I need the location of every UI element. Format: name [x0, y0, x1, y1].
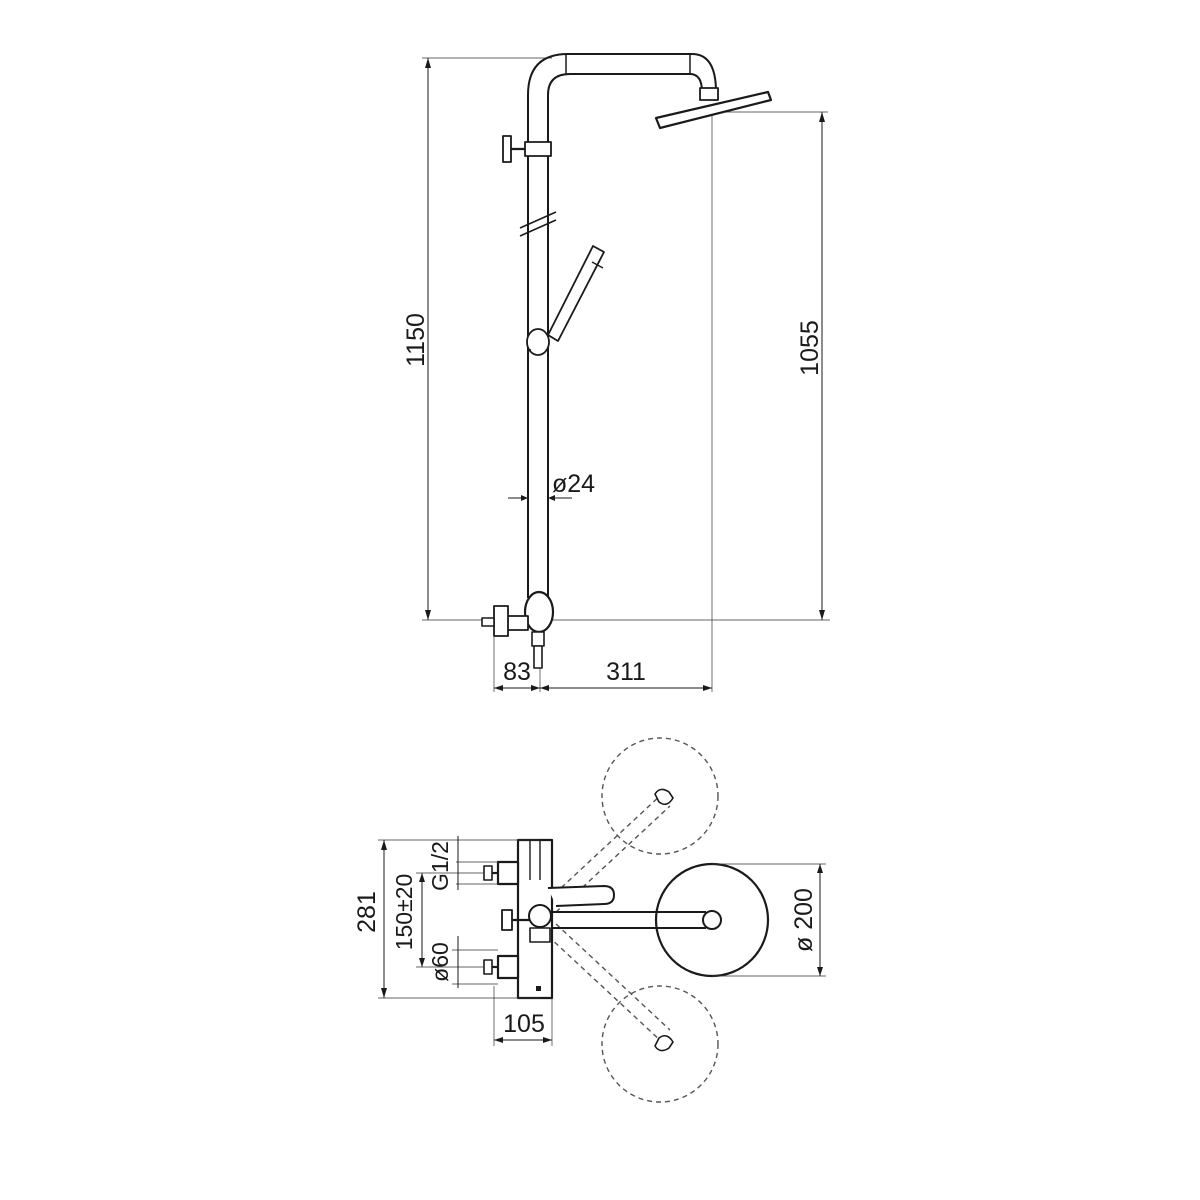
head-height-label: 1055	[796, 320, 824, 376]
total-height-label: 1150	[402, 313, 430, 367]
arm-length-label: 311	[606, 658, 646, 686]
hand-shower	[526, 245, 605, 356]
overhead-shower	[654, 87, 773, 130]
body-width-label: 105	[503, 1010, 545, 1038]
lower-hand-shower-range	[601, 985, 719, 1103]
thread-label: G1/2	[427, 841, 453, 891]
plan-view: 281 150±20 G1/2 ø60 105 ø 200	[353, 737, 826, 1103]
wall-bracket	[502, 135, 552, 163]
escutcheon-label: ø60	[427, 942, 453, 982]
centers-label: 150±20	[391, 874, 417, 951]
depth-label: 281	[353, 891, 381, 933]
wall-offset-label: 83	[503, 658, 531, 686]
riser-pipe	[519, 53, 717, 598]
upper-hand-shower-range	[601, 737, 719, 855]
head-diameter-label: ø 200	[790, 888, 818, 952]
pipe-diameter-label: ø24	[552, 470, 595, 498]
diverter-valve	[481, 590, 555, 669]
elevation-view: ø24 1150 1055 83 311	[402, 53, 830, 692]
pipe-diameter-dimension: ø24	[508, 470, 595, 501]
